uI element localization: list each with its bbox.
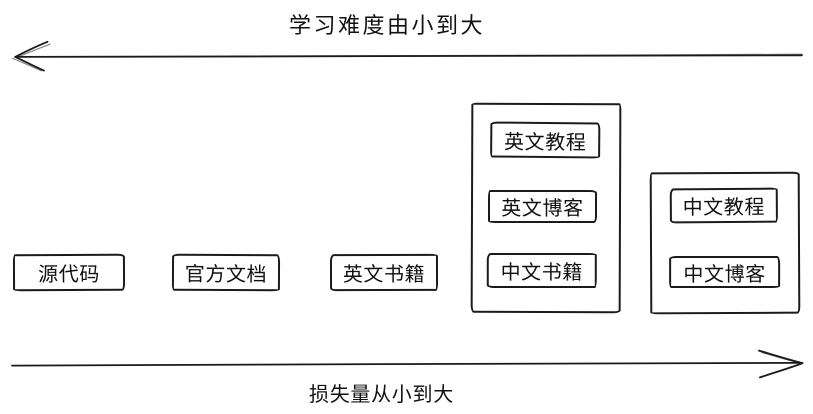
box-official-docs: 官方文档 [171, 253, 281, 292]
top-axis-label: 学习难度由小到大 [289, 13, 486, 38]
box-official-docs-label: 官方文档 [184, 263, 268, 287]
box-chinese-books: 中文书籍 [486, 252, 597, 289]
box-english-tutorials: 英文教程 [490, 121, 601, 159]
box-english-blogs-label: 英文博客 [501, 197, 584, 221]
box-source-code-label: 源代码 [38, 263, 100, 287]
right-arrow [11, 349, 804, 379]
box-chinese-tutorials-label: 中文教程 [682, 196, 766, 220]
group-box-chinese: 中文教程 中文博客 [649, 171, 801, 315]
box-english-tutorials-label: 英文教程 [503, 131, 587, 154]
box-chinese-books-label: 中文书籍 [500, 261, 583, 285]
box-english-books: 英文书籍 [329, 253, 439, 292]
box-chinese-blogs-label: 中文博客 [683, 263, 766, 286]
left-arrow [11, 40, 803, 72]
group-box-english-chinese: 英文教程 英文博客 中文书籍 [470, 102, 622, 314]
box-chinese-tutorials: 中文教程 [669, 187, 778, 224]
bottom-axis-label: 损失量从小到大 [309, 384, 454, 406]
box-chinese-blogs: 中文博客 [669, 255, 781, 289]
box-english-blogs: 英文博客 [487, 189, 598, 224]
box-english-books-label: 英文书籍 [342, 263, 426, 287]
box-source-code: 源代码 [12, 253, 126, 292]
